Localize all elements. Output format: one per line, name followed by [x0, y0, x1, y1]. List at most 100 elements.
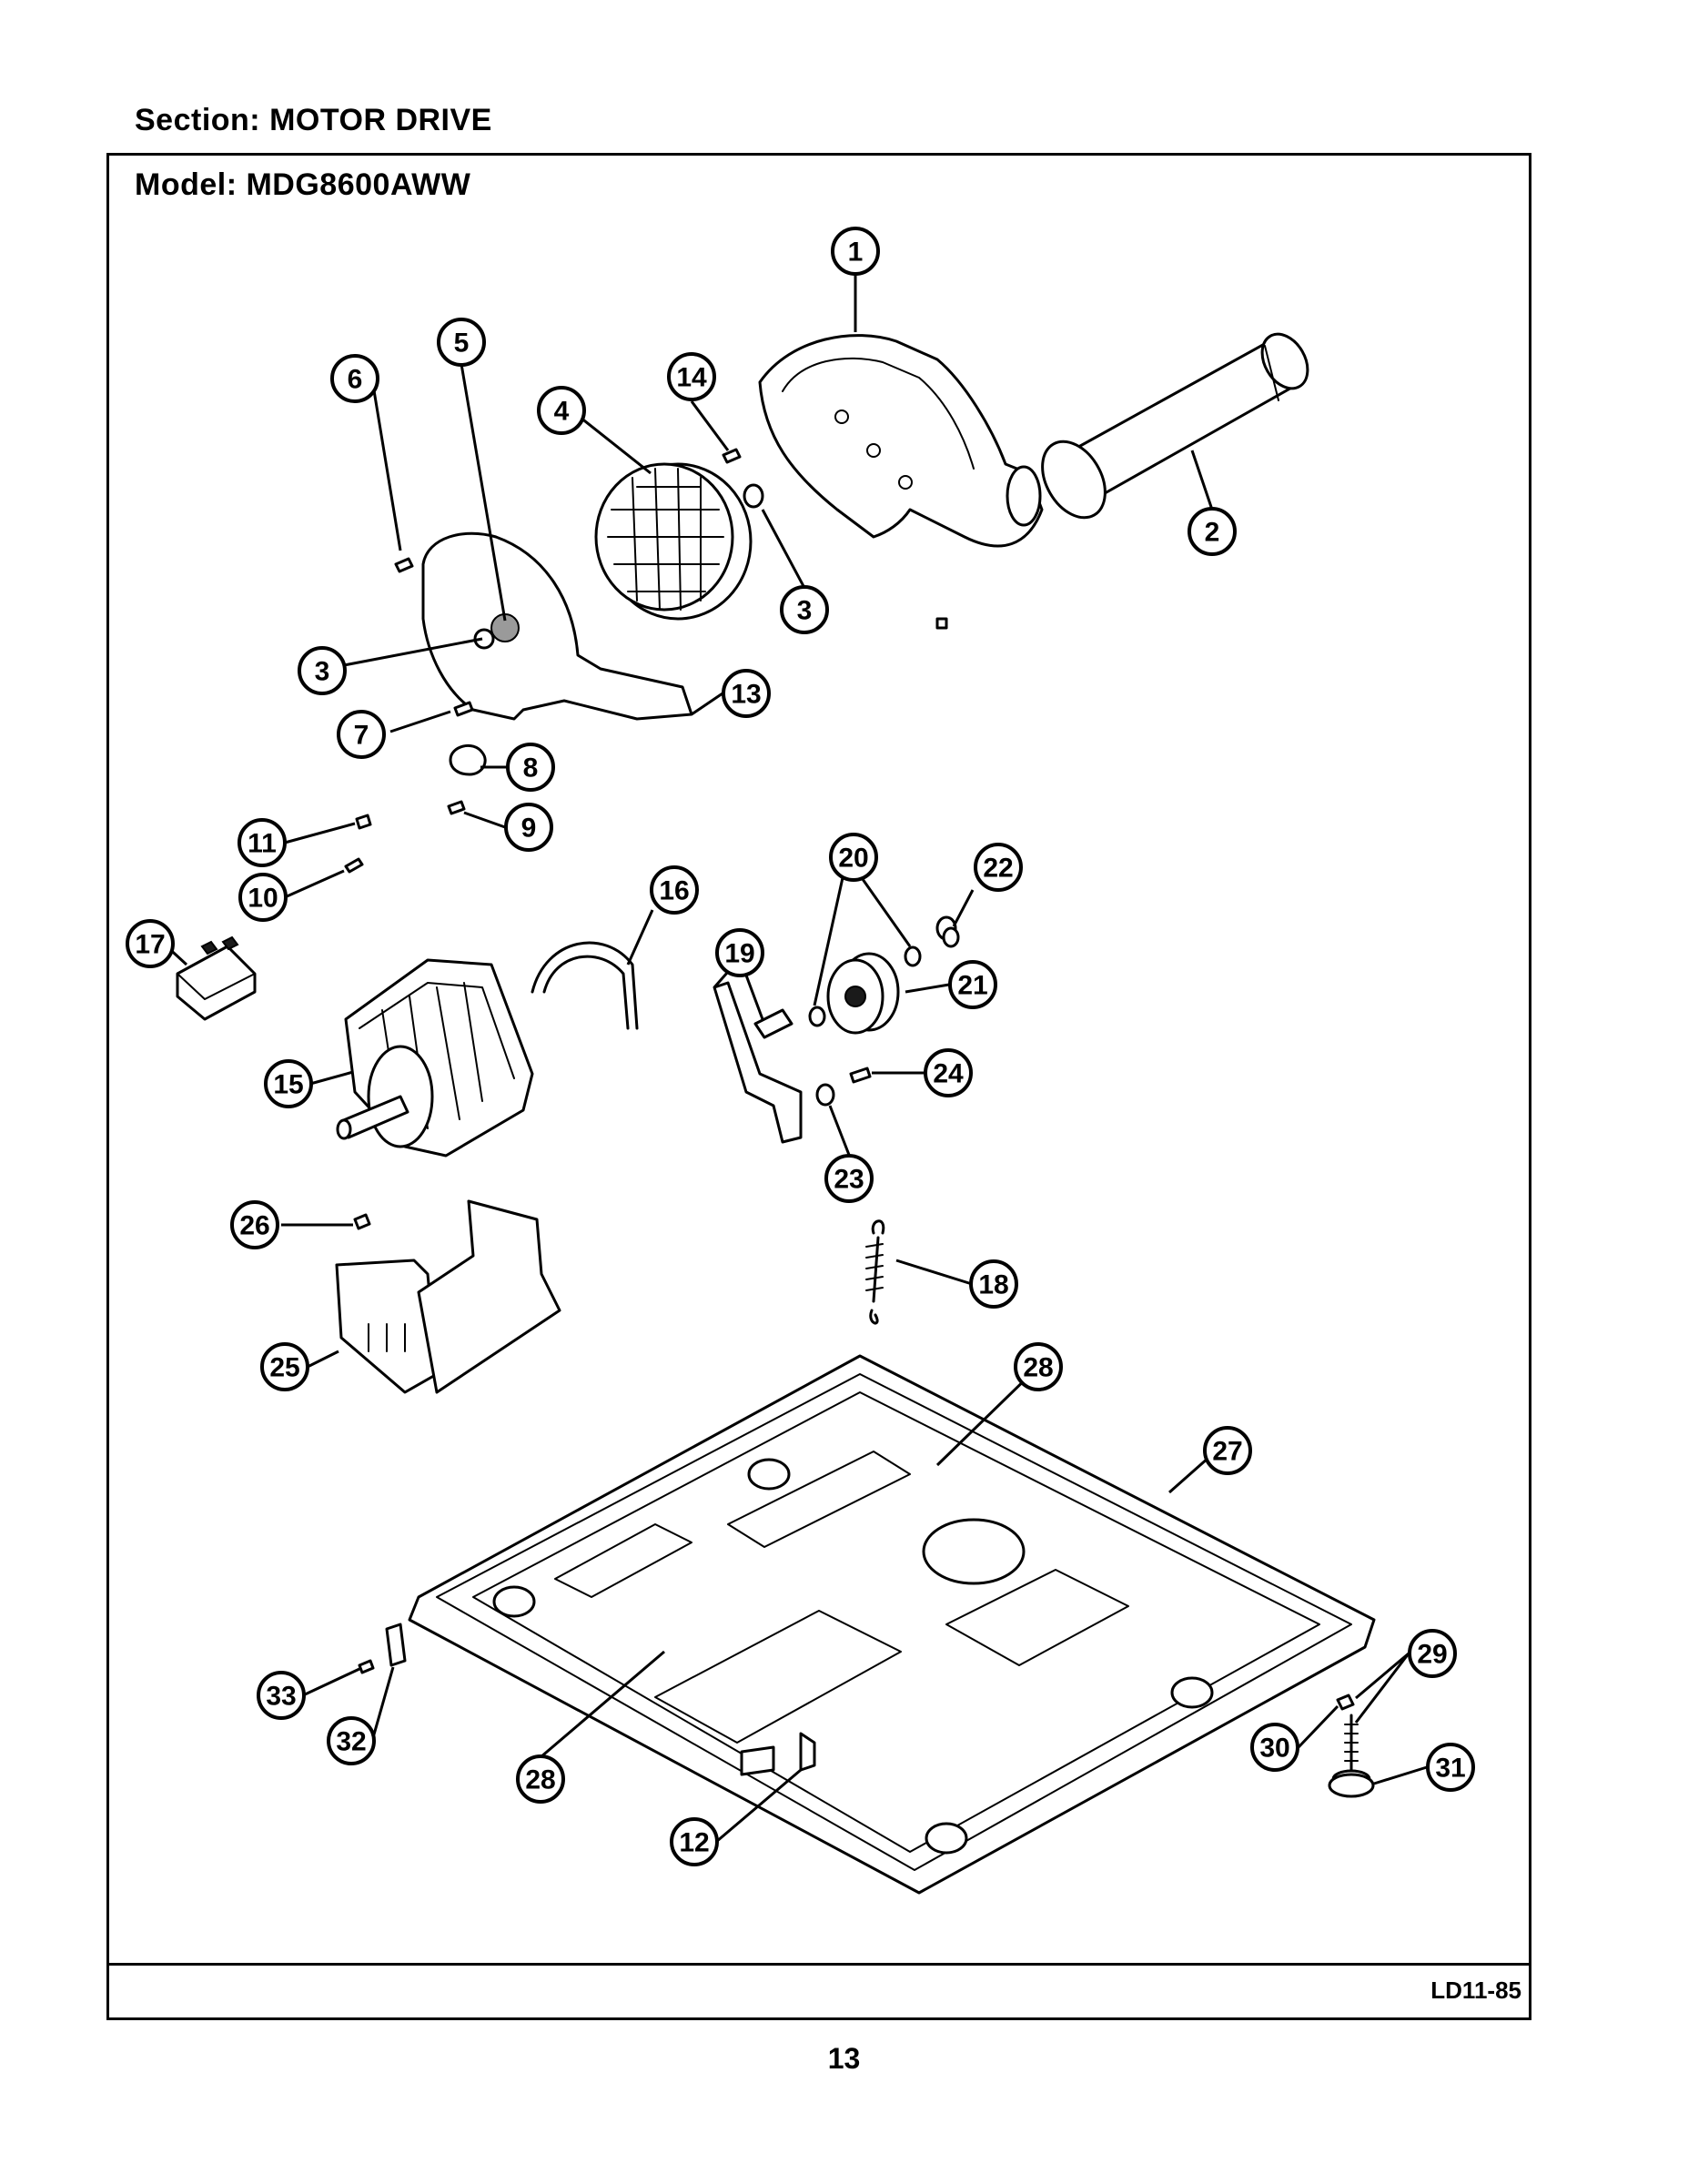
motor-strap-part	[531, 941, 639, 1030]
callout-number: 32	[336, 1727, 366, 1757]
callout-c13: 13	[722, 669, 771, 718]
callout-number: 22	[983, 854, 1013, 884]
callout-circle	[722, 669, 771, 718]
callout-number: 19	[724, 939, 754, 969]
callout-circle	[327, 1716, 376, 1765]
callout-circle	[831, 227, 880, 276]
document-code: LD11-85	[1430, 1977, 1521, 2004]
callout-c25: 25	[260, 1342, 309, 1391]
callout-circle	[1188, 507, 1237, 556]
callout-number: 27	[1212, 1437, 1242, 1467]
callout-c5: 5	[437, 318, 486, 367]
callout-circle	[650, 865, 699, 915]
callout-c3b: 3	[298, 646, 347, 695]
callout-number: 9	[521, 814, 537, 844]
callout-number: 3	[797, 596, 813, 626]
leveling-leg-part	[1328, 1694, 1375, 1798]
callout-c23: 23	[824, 1154, 874, 1203]
drive-motor-part	[336, 958, 534, 1158]
callout-number: 14	[676, 363, 707, 393]
callout-circle	[715, 928, 764, 977]
callout-c30: 30	[1250, 1723, 1299, 1772]
callout-circle	[824, 1154, 874, 1203]
callout-number: 7	[354, 721, 369, 751]
part-32-bracket	[385, 1623, 407, 1667]
exhaust-duct-part	[1041, 332, 1309, 520]
page-number: 13	[827, 2042, 861, 2075]
callout-circle	[969, 1259, 1018, 1309]
callout-circle	[330, 354, 379, 403]
blower-housing-part	[758, 334, 1044, 548]
callout-c18: 18	[969, 1259, 1018, 1309]
callout-c27: 27	[1203, 1426, 1252, 1475]
callout-circle	[667, 352, 716, 401]
callout-number: 15	[273, 1070, 303, 1100]
callout-c20: 20	[829, 833, 878, 882]
callout-c29: 29	[1408, 1629, 1457, 1678]
callout-number: 1	[848, 238, 864, 268]
callout-circle	[516, 1754, 565, 1804]
callout-circle	[829, 833, 878, 882]
part-12-clip	[799, 1732, 816, 1772]
callout-c1: 1	[831, 227, 880, 276]
callout-labels: 1233456789101112131415161718192021222324…	[126, 227, 1475, 1866]
callout-circle	[537, 386, 586, 435]
motor-mount-part	[335, 1199, 561, 1394]
callout-number: 12	[679, 1828, 709, 1858]
callout-number: 21	[957, 971, 987, 1001]
callout-circle	[264, 1059, 313, 1108]
part-33-screw	[358, 1659, 375, 1674]
callout-circle	[230, 1200, 279, 1249]
callout-c6: 6	[330, 354, 379, 403]
callout-c10: 10	[238, 873, 288, 922]
callout-circle	[1203, 1426, 1252, 1475]
idler-spring-part	[869, 1219, 885, 1325]
callout-circle	[1014, 1342, 1063, 1391]
callout-circle	[504, 803, 553, 852]
callout-c2: 2	[1188, 507, 1237, 556]
callout-number: 25	[269, 1353, 299, 1383]
section-title: Section: MOTOR DRIVE	[135, 103, 492, 137]
callout-circle	[437, 318, 486, 367]
callout-number: 3	[315, 657, 330, 687]
callout-c16: 16	[650, 865, 699, 915]
blower-wheel-part	[594, 462, 753, 621]
callout-c33: 33	[257, 1671, 306, 1720]
callout-circle	[1408, 1629, 1457, 1678]
callout-number: 20	[838, 844, 868, 874]
callout-circle	[126, 919, 175, 968]
callout-c21: 21	[948, 960, 997, 1009]
callout-c8: 8	[506, 743, 555, 792]
callout-number: 2	[1205, 518, 1220, 548]
callout-c24: 24	[924, 1048, 973, 1097]
callout-number: 16	[659, 876, 689, 906]
model-title: Model: MDG8600AWW	[135, 167, 471, 202]
callout-circle	[298, 646, 347, 695]
callout-c22: 22	[974, 843, 1023, 892]
callout-circle	[337, 710, 386, 759]
callout-number: 17	[135, 930, 165, 960]
dryer-base-part	[408, 1354, 1376, 1895]
callout-number: 5	[454, 329, 470, 359]
callout-number: 28	[525, 1765, 555, 1795]
callout-circle	[924, 1048, 973, 1097]
callout-circle	[974, 843, 1023, 892]
callout-circle	[260, 1342, 309, 1391]
callout-circle	[1426, 1743, 1475, 1792]
diagram-frame	[106, 153, 1531, 2020]
callout-c7: 7	[337, 710, 386, 759]
callout-number: 28	[1023, 1353, 1053, 1383]
callout-c4: 4	[537, 386, 586, 435]
callout-number: 30	[1259, 1734, 1289, 1764]
callout-c15: 15	[264, 1059, 313, 1108]
callout-number: 29	[1417, 1640, 1447, 1670]
callout-number: 24	[933, 1059, 964, 1089]
callout-c17: 17	[126, 919, 175, 968]
callout-number: 11	[248, 829, 277, 859]
callout-circle	[1250, 1723, 1299, 1772]
callout-number: 26	[239, 1211, 269, 1241]
part-8-grommet	[449, 743, 487, 776]
callout-c3a: 3	[780, 585, 829, 634]
callout-circle	[780, 585, 829, 634]
